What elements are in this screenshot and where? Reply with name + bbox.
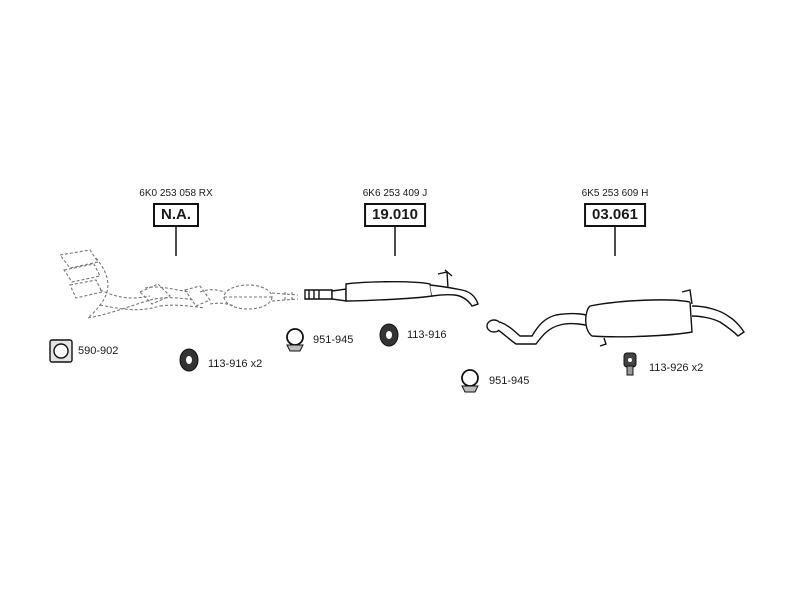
accessory-label: 113-916 x2 [208, 358, 263, 370]
pipe-clamp-icon [286, 328, 304, 352]
centre-silencer-drawing [304, 269, 479, 307]
gasket-icon [49, 339, 73, 363]
front-pipe-catalyst-drawing [59, 249, 299, 319]
rubber-mount-icon [379, 323, 399, 347]
oem-part-number: 6K6 253 409 J [362, 188, 428, 199]
accessory-label: 113-916 [407, 329, 447, 341]
oem-part-number: 6K0 253 058 RX [139, 188, 213, 199]
accessory-label: 113-926 x2 [649, 362, 704, 374]
accessory-label: 951-945 [313, 334, 354, 346]
rear-silencer-drawing [486, 289, 745, 347]
accessory-label: 951-945 [489, 375, 530, 387]
oem-part-number: 6K5 253 609 H [581, 188, 649, 199]
rubber-mount-icon [179, 348, 199, 372]
reference-box: 19.010 [364, 203, 426, 227]
hanger-icon [623, 352, 637, 376]
accessory-label: 590-902 [78, 345, 119, 357]
pipe-clamp-icon [461, 369, 479, 393]
reference-box: 03.061 [584, 203, 646, 227]
reference-box: N.A. [153, 203, 199, 227]
